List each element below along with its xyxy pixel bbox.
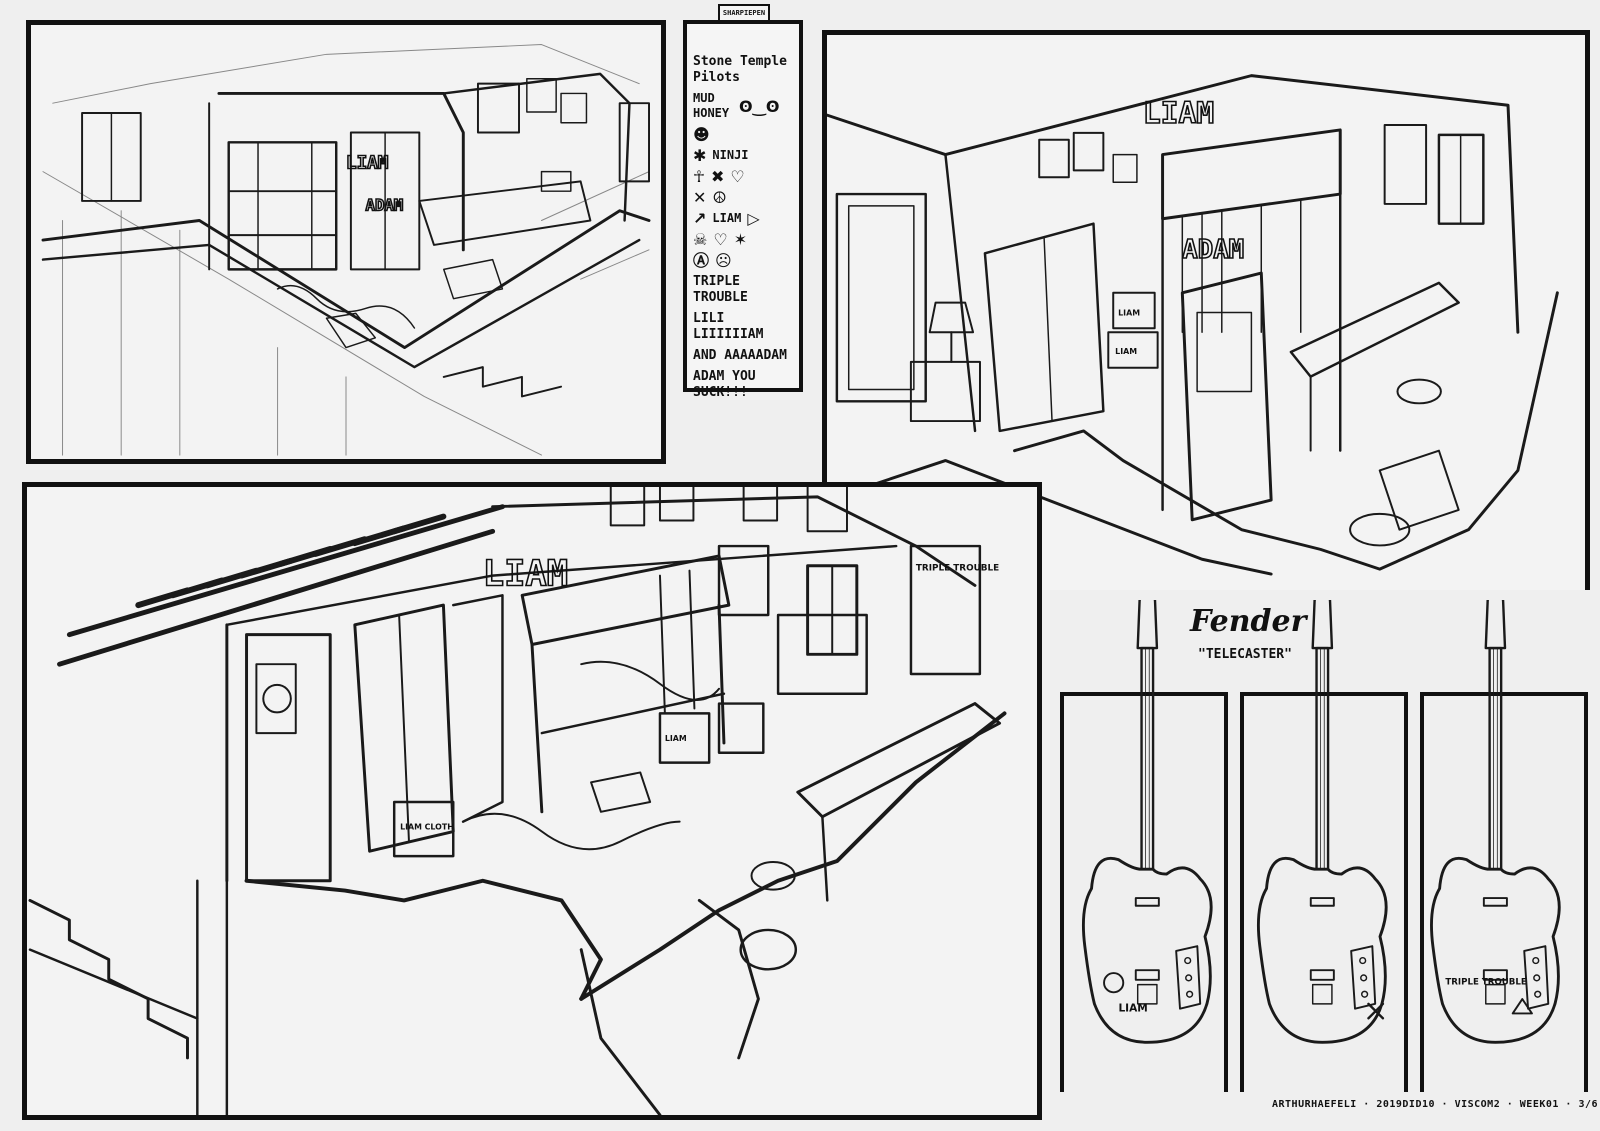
room-sketch-top-left-drawing: LIAM ADAM [41, 44, 651, 456]
room-sketch-main-drawing: LIAM TRIPLE TROUBLE LIAM LIAM CLOTH [28, 487, 1007, 1115]
poster-triple-trouble: TRIPLE TROUBLE [916, 564, 999, 574]
guitar-frame-1 [1060, 692, 1228, 1092]
doodle-line-triple-trouble: TRIPLE TROUBLE [693, 274, 748, 305]
room-sketch-main: LIAM TRIPLE TROUBLE LIAM LIAM CLOTH [22, 482, 1042, 1120]
doodle-line-lili: LILI LIIIIIIAM [693, 311, 764, 342]
guitar-drawings: LIAM TRIPLE TROUBLE [1081, 600, 1561, 1044]
box-label-liam-b: LIAM [1115, 347, 1137, 356]
room-sketch-top-right-drawing: LIAM ADAM LIAM LIAM [827, 74, 1559, 576]
guitar-brand-title: Fender [1190, 604, 1307, 639]
skull-icon: ☠ [693, 230, 708, 249]
guitar-1-tag: LIAM [1118, 1003, 1147, 1015]
heart-icon: ♡ [713, 230, 728, 249]
mouse-face-icon: ʘ‿ʘ [739, 96, 780, 116]
wall-graffiti-liam: LIAM [346, 154, 388, 174]
x-mark-icon: ✕ [693, 188, 707, 207]
broken-heart-icon: ♡ [730, 167, 745, 186]
arrow-icon: ↗ [693, 209, 707, 228]
star-icon: ✱ [693, 146, 707, 165]
doodle-line-adam-you-suck: ADAM YOU SUCK!!! [693, 369, 756, 400]
doodle-line-mudhoney: MUD HONEY [693, 91, 730, 120]
room-sketch-top-left: LIAM ADAM [26, 20, 666, 464]
doodle-line-and-adam: AND AAAAADAM [693, 348, 787, 363]
anarchy-icon: Ⓐ [693, 251, 710, 270]
sparkle-icon: ✶ [733, 230, 748, 249]
stickman-icon: ☥ [693, 167, 705, 186]
guitar-frame-3 [1420, 692, 1588, 1092]
wall-graffiti-adam-large: ADAM [1182, 235, 1244, 265]
wall-graffiti-liam-main: LIAM [483, 553, 568, 594]
wall-graffiti-liam-large: LIAM [1143, 96, 1214, 130]
box-label-liam-a: LIAM [1118, 308, 1140, 317]
dead-smiley-icon: ☹ [715, 251, 732, 270]
box-label-liam-main: LIAM [665, 734, 687, 743]
doodle-line-ninji: NINJI [712, 148, 749, 162]
doodle-line-liam: LIAM [712, 211, 742, 225]
smiley-icon: ☻ [693, 125, 710, 144]
doodle-line-stp: Stone Temple Pilots [693, 54, 787, 85]
guitar-model-title: "TELECASTER" [1198, 647, 1292, 662]
wall-graffiti-adam: ADAM [366, 196, 404, 215]
triangle-icon: ▷ [747, 209, 760, 228]
peace-icon: ☮ [712, 188, 727, 207]
cross-icon: ✖ [710, 167, 725, 186]
box-label-liam-cloth: LIAM CLOTH [400, 823, 454, 832]
artist-signature: ARTHURHAEFELI · 2019DID10 · VISCOM2 · WE… [1272, 1099, 1599, 1110]
doodle-sheet: Stone Temple Pilots MUD HONEY ʘ‿ʘ ☻ ✱ NI… [683, 20, 803, 400]
guitar-3-tag: TRIPLE TROUBLE [1445, 978, 1527, 988]
